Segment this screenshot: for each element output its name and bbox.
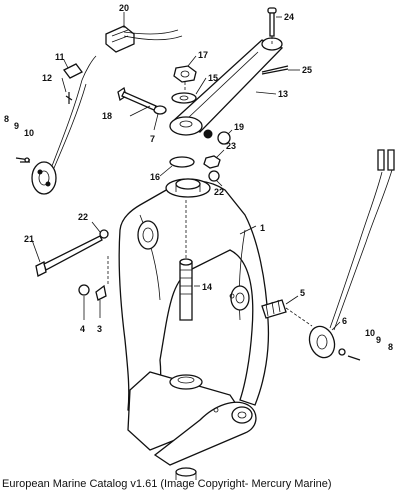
callout-6: 6 <box>342 316 347 326</box>
clip-screw <box>95 284 107 301</box>
callout-9-left: 9 <box>14 121 19 131</box>
callout-8-right: 8 <box>388 342 393 352</box>
callout-20: 20 <box>119 3 129 13</box>
callout-23: 23 <box>226 141 236 151</box>
wire-clip <box>105 25 183 53</box>
callout-1: 1 <box>260 223 265 233</box>
callout-12: 12 <box>42 73 52 83</box>
callout-11: 11 <box>55 52 65 62</box>
callout-13: 13 <box>278 89 288 99</box>
callout-10-left: 10 <box>24 128 34 138</box>
cotter-pin <box>261 65 289 75</box>
callout-19: 19 <box>234 122 244 132</box>
callout-3: 3 <box>97 324 102 334</box>
image-caption: European Marine Catalog v1.61 (Image Cop… <box>2 478 332 490</box>
callout-15: 15 <box>208 73 218 83</box>
swivel-bracket <box>118 178 270 480</box>
callout-18: 18 <box>102 111 112 121</box>
long-bolt <box>35 229 109 277</box>
bolt <box>117 86 157 111</box>
pivot-stud <box>179 200 193 321</box>
callout-25: 25 <box>302 65 312 75</box>
callout-17: 17 <box>198 50 208 60</box>
callout-24: 24 <box>284 12 294 22</box>
callout-22-lower: 22 <box>78 212 88 222</box>
callout-21: 21 <box>24 234 34 244</box>
callout-5: 5 <box>300 288 305 298</box>
callout-labels: 20 24 17 11 25 12 15 13 18 8 9 19 10 7 2… <box>4 3 393 352</box>
steering-arm <box>169 37 284 139</box>
lock-nut <box>203 155 221 169</box>
callout-22-upper: 22 <box>214 187 224 197</box>
leader-lines <box>31 12 341 331</box>
callout-7: 7 <box>150 134 155 144</box>
pin <box>267 7 277 44</box>
callout-9-right: 9 <box>376 335 381 345</box>
callout-14: 14 <box>202 282 212 292</box>
trim-sender-fitting <box>261 299 313 327</box>
callout-4: 4 <box>80 324 85 334</box>
right-trim-sender <box>308 149 395 361</box>
left-trim-sender <box>15 55 97 195</box>
bushing-ring <box>169 156 195 168</box>
washer-upper <box>208 170 220 182</box>
callout-16: 16 <box>150 172 160 182</box>
callout-8-left: 8 <box>4 114 9 124</box>
clip-nut <box>78 284 90 296</box>
nut-and-washers <box>153 65 197 115</box>
washer <box>217 131 231 145</box>
screw-small <box>65 92 73 104</box>
retainer <box>63 63 83 79</box>
callout-10-right: 10 <box>365 328 375 338</box>
